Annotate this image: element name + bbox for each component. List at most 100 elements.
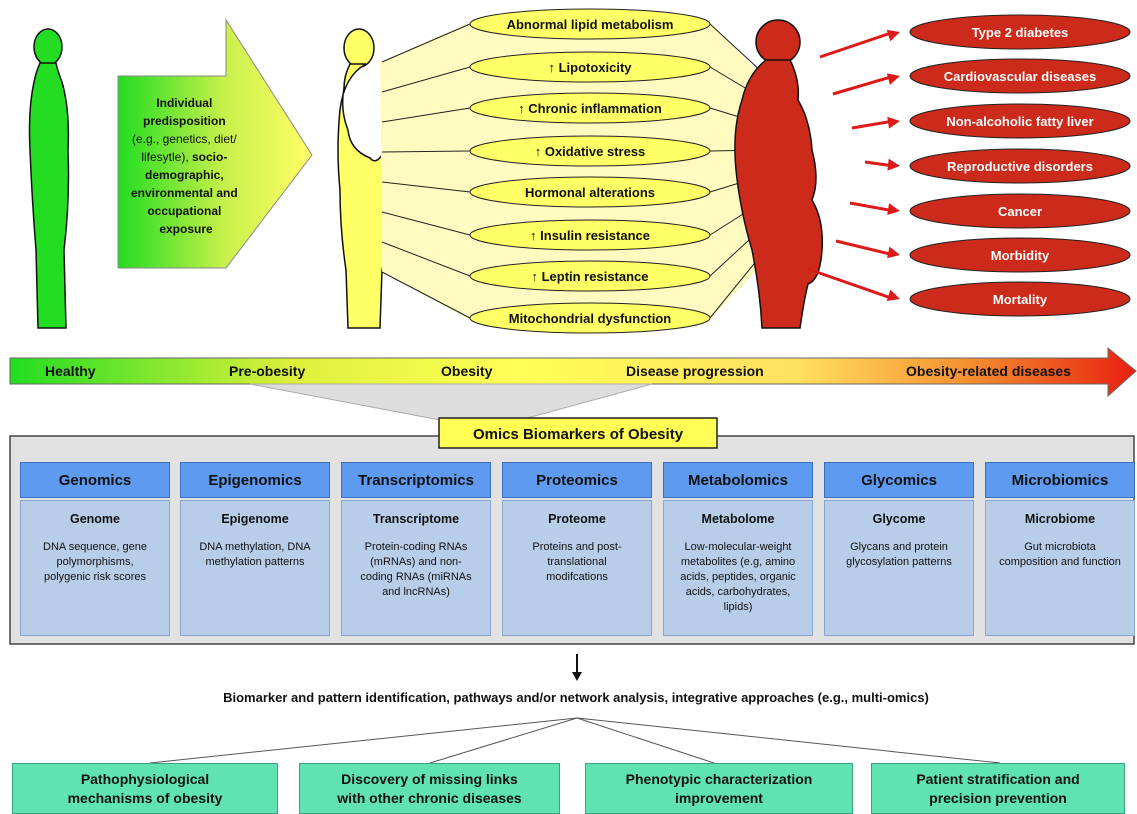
fan-line-left bbox=[381, 150, 471, 153]
obese-figure-icon bbox=[734, 19, 824, 329]
disease-arrow bbox=[849, 201, 895, 213]
omics-desc-line: Low-molecular-weight bbox=[684, 541, 792, 553]
disease-item: Type 2 diabetes bbox=[909, 14, 1131, 50]
disease-arrow bbox=[807, 267, 895, 301]
omics-desc-line: Glycans and protein bbox=[850, 541, 948, 553]
disease-arrows bbox=[807, 29, 900, 301]
mechanism-label: ↑ Chronic inflammation bbox=[518, 101, 662, 116]
outcome-line: Phenotypic characterization bbox=[625, 770, 813, 787]
disease-item: Mortality bbox=[909, 281, 1131, 317]
disease-label: Cancer bbox=[998, 204, 1042, 219]
mechanism-label: Abnormal lipid metabolism bbox=[507, 17, 674, 32]
omics-description: Protein-coding RNAs(mRNAs) and non-codin… bbox=[342, 540, 490, 600]
disease-label: Morbidity bbox=[991, 248, 1050, 263]
fan-line-left bbox=[381, 66, 471, 93]
mechanism-item: ↑ Insulin resistance bbox=[469, 219, 711, 251]
mechanism-item: ↑ Oxidative stress bbox=[469, 135, 711, 167]
arrow-head-icon bbox=[887, 116, 900, 129]
omics-subtitle: Proteome bbox=[548, 512, 606, 526]
mechanism-label: ↑ Lipotoxicity bbox=[548, 60, 632, 75]
arrow-head-icon bbox=[886, 289, 900, 301]
outcome-connector bbox=[576, 717, 1001, 764]
omics-desc-line: translational bbox=[547, 556, 607, 568]
mechanism-label: ↑ Leptin resistance bbox=[531, 269, 648, 284]
stage-obesity-related: Obesity-related diseases bbox=[906, 363, 1071, 379]
outcome-connector bbox=[576, 717, 715, 764]
fan-line-left bbox=[381, 271, 471, 319]
omics-header: Proteomics bbox=[502, 462, 652, 498]
stage-disease-progression: Disease progression bbox=[626, 363, 764, 379]
mechanism-list: Abnormal lipid metabolism ↑ Lipotoxicity ↑… bbox=[469, 8, 711, 334]
outcome-box: Phenotypic characterization improvement bbox=[585, 763, 853, 814]
outcome-line: precision prevention bbox=[929, 789, 1067, 806]
omics-desc-line: Protein-coding RNAs bbox=[364, 541, 468, 553]
omics-desc-line: modifcations bbox=[546, 571, 608, 583]
omics-desc-line: and lncRNAs) bbox=[382, 586, 450, 598]
disease-arrow bbox=[832, 74, 895, 96]
disease-label: Type 2 diabetes bbox=[972, 25, 1069, 40]
progression-labels: Healthy Pre-obesity Obesity Disease prog… bbox=[45, 363, 1071, 379]
mechanism-label: Hormonal alterations bbox=[525, 185, 655, 200]
mechanism-label: Mitochondrial dysfunction bbox=[509, 311, 672, 326]
mechanism-item: ↑ Leptin resistance bbox=[469, 260, 711, 292]
mechanism-item: Abnormal lipid metabolism bbox=[469, 8, 711, 40]
stage-obesity: Obesity bbox=[441, 363, 493, 379]
omics-desc-line: lipids) bbox=[723, 601, 753, 613]
omics-desc-line: coding RNAs (miRNAs bbox=[360, 571, 472, 583]
funnel-shape bbox=[249, 383, 653, 421]
outcome-line: Pathophysiological bbox=[80, 770, 210, 787]
outcome-line: improvement bbox=[675, 789, 763, 806]
pre-obesity-figure-icon bbox=[337, 28, 404, 329]
omics-desc-line: polygenic risk scores bbox=[43, 571, 147, 583]
analysis-text: Biomarker and pattern identification, pa… bbox=[223, 690, 929, 705]
outcome-connector bbox=[429, 717, 578, 764]
fan-line-left bbox=[381, 241, 471, 277]
omics-subtitle: Transcriptome bbox=[372, 512, 460, 526]
mechanism-item: ↑ Lipotoxicity bbox=[469, 51, 711, 83]
disease-label: Non-alcoholic fatty liver bbox=[946, 114, 1093, 129]
omics-header: Microbiomics bbox=[985, 462, 1135, 498]
omics-desc-line: glycosylation patterns bbox=[846, 556, 952, 568]
predisposition-text: Individual predisposition (e.g., genetic… bbox=[131, 96, 241, 236]
disease-arrow bbox=[835, 239, 895, 257]
fan-line-left bbox=[381, 107, 471, 123]
fan-line-left bbox=[381, 211, 471, 236]
disease-item: Cancer bbox=[909, 193, 1131, 229]
stage-pre-obesity: Pre-obesity bbox=[229, 363, 305, 379]
omics-desc-line: DNA sequence, gene bbox=[43, 541, 147, 553]
disease-item: Reproductive disorders bbox=[909, 148, 1131, 184]
omics-desc-line: methylation patterns bbox=[205, 556, 305, 568]
arrow-head-icon bbox=[886, 29, 900, 42]
omics-description: Low-molecular-weight metabolites (e.g, am… bbox=[664, 540, 812, 615]
omics-subtitle: Microbiome bbox=[1024, 512, 1096, 526]
predisposition-arrow bbox=[117, 18, 313, 269]
omics-desc-line: metabolites (e.g, amino bbox=[680, 556, 796, 568]
omics-header: Metabolomics bbox=[663, 462, 813, 498]
omics-desc-line: Proteins and post- bbox=[532, 541, 622, 553]
arrow-head-icon bbox=[887, 203, 900, 216]
fan-line-right bbox=[709, 23, 763, 73]
outcome-line: Discovery of missing links bbox=[341, 770, 518, 787]
arrow-head-icon bbox=[887, 158, 900, 171]
mechanism-item: Mitochondrial dysfunction bbox=[469, 302, 711, 334]
fan-line-right bbox=[709, 253, 763, 319]
mechanism-item: Hormonal alterations bbox=[469, 176, 711, 208]
disease-arrow bbox=[819, 30, 895, 59]
omics-desc-line: DNA methylation, DNA bbox=[199, 541, 311, 553]
